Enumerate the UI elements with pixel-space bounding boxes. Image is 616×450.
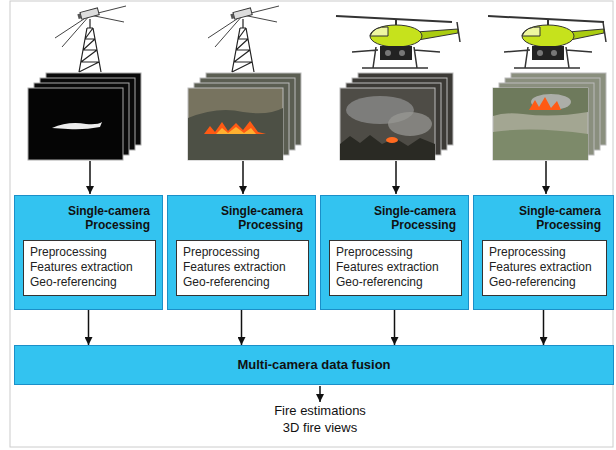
- camera-body: [233, 8, 252, 19]
- box-heading: Single-camera Processing: [482, 204, 607, 232]
- step-list-box: PreprocessingFeatures extractionGeo-refe…: [482, 240, 607, 296]
- step-text: Geo-referencing: [183, 275, 302, 290]
- step-list-box: PreprocessingFeatures extractionGeo-refe…: [176, 240, 309, 296]
- box-heading: Single-camera Processing: [176, 204, 309, 232]
- image-frame: [493, 88, 588, 160]
- processing-box: Single-camera ProcessingPreprocessingFea…: [320, 195, 469, 310]
- step-text: Features extraction: [336, 260, 455, 275]
- step-text: Preprocessing: [336, 245, 455, 260]
- image-stack: [493, 73, 606, 160]
- figure-frame: [10, 1, 613, 447]
- camera-tower: [208, 6, 279, 72]
- payload-lens: [537, 50, 543, 56]
- input-arrows: [90, 161, 546, 194]
- smoke-cloud: [388, 112, 432, 136]
- tail-rotor: [457, 22, 460, 42]
- camera-payload: [532, 46, 564, 60]
- tower-lattice: [232, 19, 254, 72]
- main-rotor: [488, 16, 604, 22]
- output-label: Fire estimations: [274, 403, 366, 419]
- helicopter-body: [522, 25, 574, 47]
- payload-lens: [551, 50, 557, 56]
- flow-arrow: [241, 310, 243, 345]
- payload-lens: [399, 50, 405, 56]
- hillside: [188, 108, 283, 160]
- box-heading: Single-camera Processing: [329, 204, 462, 232]
- tree-line: [340, 135, 435, 160]
- band-title: Multi-camera data fusion: [237, 357, 390, 373]
- camera-symbol: [77, 8, 99, 20]
- image-stack: [28, 73, 141, 160]
- input-arrow: [545, 161, 547, 194]
- fusion-band: Multi-camera data fusion: [14, 345, 614, 385]
- payload-lens: [385, 50, 391, 56]
- step-text: Preprocessing: [183, 245, 302, 260]
- image-stack: [340, 73, 453, 160]
- hillside: [493, 88, 588, 116]
- fire-front: [204, 121, 266, 134]
- flow-arrow: [394, 310, 396, 345]
- box-heading: Single-camera Processing: [23, 204, 156, 232]
- processing-box: Single-camera ProcessingPreprocessingFea…: [473, 195, 614, 310]
- camera-lens: [230, 13, 234, 19]
- main-rotor: [336, 16, 452, 22]
- step-list-box: PreprocessingFeatures extractionGeo-refe…: [329, 240, 462, 296]
- tail-rotor: [603, 22, 606, 42]
- flow-arrow: [543, 310, 545, 345]
- input-arrow: [89, 161, 91, 194]
- output-arrow: [319, 386, 321, 402]
- input-arrow: [395, 161, 397, 194]
- flow-arrow: [88, 310, 90, 345]
- camera-tower: [55, 6, 126, 72]
- input-arrow: [242, 161, 244, 194]
- step-text: Geo-referencing: [336, 275, 455, 290]
- helicopter-body: [370, 25, 422, 47]
- processing-box: Single-camera ProcessingPreprocessingFea…: [14, 195, 163, 310]
- camera-lens: [77, 13, 81, 19]
- camera-body: [80, 8, 99, 19]
- fire-core: [216, 127, 256, 134]
- landing-skids: [504, 47, 592, 68]
- camera-symbol: [230, 8, 252, 20]
- canopy: [522, 27, 540, 36]
- helicopter-icon: [488, 16, 606, 68]
- tower-lattice: [79, 19, 101, 72]
- valley: [493, 129, 588, 160]
- fire-hotspot: [52, 122, 102, 129]
- output-label: 3D fire views: [283, 420, 357, 436]
- step-text: Features extraction: [183, 260, 302, 275]
- fire-front: [529, 97, 561, 110]
- step-text: Preprocessing: [489, 245, 600, 260]
- image-frame: [28, 88, 123, 160]
- step-text: Preprocessing: [30, 245, 149, 260]
- canopy: [370, 27, 388, 36]
- processing-box: Single-camera ProcessingPreprocessingFea…: [167, 195, 316, 310]
- fire-spot: [386, 137, 398, 143]
- helicopter-icon: [336, 16, 460, 68]
- step-text: Features extraction: [489, 260, 600, 275]
- sight-lines: [208, 6, 279, 47]
- sight-lines: [55, 6, 126, 47]
- landing-skids: [352, 47, 440, 68]
- image-frame: [188, 88, 283, 160]
- step-text: Geo-referencing: [489, 275, 600, 290]
- step-list-box: PreprocessingFeatures extractionGeo-refe…: [23, 240, 156, 296]
- step-text: Features extraction: [30, 260, 149, 275]
- image-stack: [188, 73, 301, 160]
- image-frame: [340, 88, 435, 160]
- step-text: Geo-referencing: [30, 275, 149, 290]
- camera-payload: [380, 46, 412, 60]
